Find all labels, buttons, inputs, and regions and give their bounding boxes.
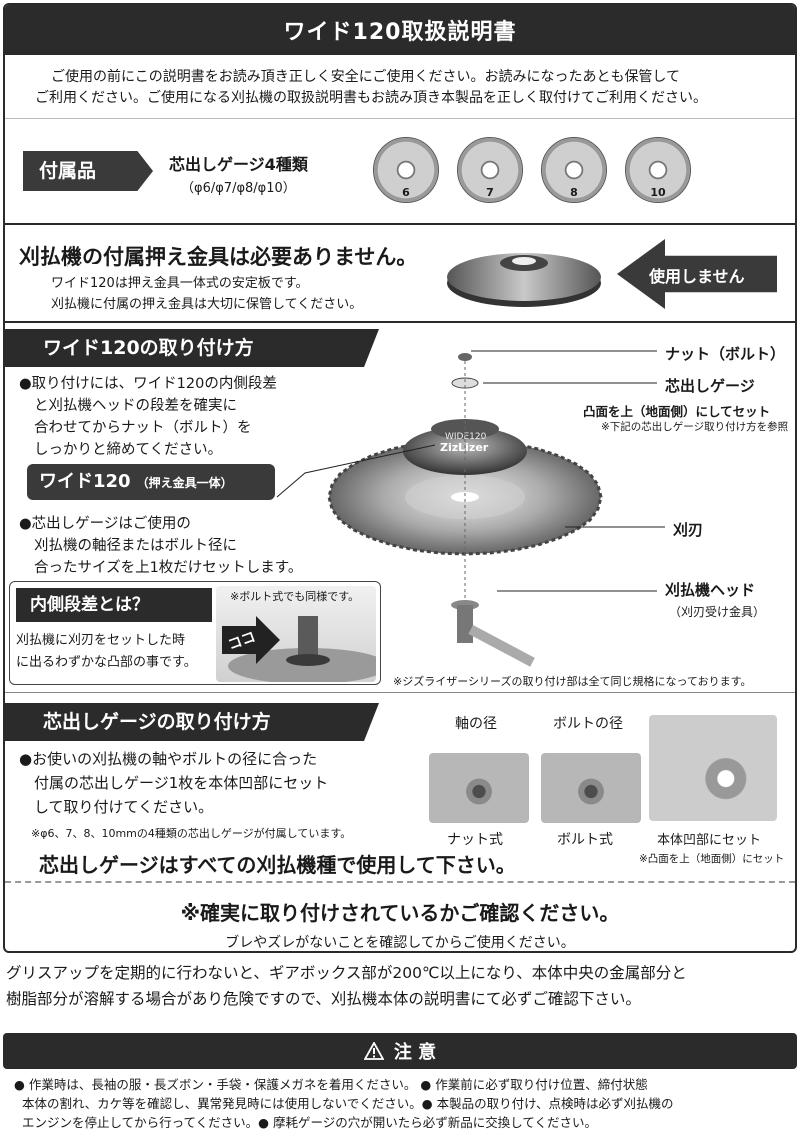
text-line: 付属の芯出しゲージ1枚を本体凹部にセット xyxy=(34,774,329,792)
washer-10-icon: 10 xyxy=(625,137,691,203)
gauge-section: 芯出しゲージの取り付け方 ●お使いの刈払機の軸やボルトの径に合った 付属の芯出し… xyxy=(5,693,795,883)
caution-title: 注 意 xyxy=(393,1042,437,1063)
inside-desc-2: に出るわずかな凸部の事です。 xyxy=(16,655,197,670)
photo2-bottom-label: ボルト式 xyxy=(557,832,613,848)
inside-step-note: ※ボルト式でも同様です。 xyxy=(230,590,360,603)
accessories-title: 芯出しゲージ4種類 xyxy=(169,155,308,174)
gauge-set-photo xyxy=(649,715,777,821)
inside-step-desc: 刈払機に刈刃をセットした時 に出るわずかな凸部の事です。 xyxy=(16,630,197,674)
washer-6-icon: 6 xyxy=(373,137,439,203)
caution-line-1: ● 作業時は、長袖の服・長ズボン・手袋・保護メガネを着用ください。 ● 作業前に… xyxy=(14,1077,648,1092)
hub-logo: ZizLizer xyxy=(440,441,489,454)
caution-line-2: 本体の割れ、カケ等を確認し、異常発見時には使用しないでください。● 本製品の取り… xyxy=(22,1096,674,1111)
gauge-note: ※φ6、7、8、10mmの4種類の芯出しゲージが付属しています。 xyxy=(31,827,352,840)
intro-line-1: ご使用の前にこの説明書をお読み頂き正しく安全にご使用ください。お読みになったあと… xyxy=(51,69,681,85)
label-head: 刈払機ヘッド xyxy=(665,581,756,599)
confirm-section: ※確実に取り付けされているかご確認ください。 ブレやズレがないことを確認してから… xyxy=(5,883,795,951)
exploded-diagram: ZizLizer WIDE120 xyxy=(327,353,603,667)
gauge-big-text: 芯出しゲージはすべての刈払機種で使用して下さい。 xyxy=(39,853,516,877)
grease-warning: グリスアップを定期的に行わないと、ギアボックス部が200℃以上になり、本体中央の… xyxy=(6,960,796,1012)
page-title: ワイド120取扱説明書 xyxy=(5,5,795,55)
gauge-banner: 芯出しゲージの取り付け方 xyxy=(5,703,379,741)
caution-text: ● 作業時は、長袖の服・長ズボン・手袋・保護メガネを着用ください。 ● 作業前に… xyxy=(14,1075,794,1132)
product-sub: （押え金具一体） xyxy=(136,476,233,490)
mounting-para-2: ●芯出しゲージはご使用の 刈払機の軸径またはボルト径に 合ったサイズを上1枚だけ… xyxy=(19,513,302,579)
bolt-closeup-image: ココ xyxy=(222,616,380,684)
product-name: ワイド120 xyxy=(39,471,131,492)
label-nut: ナット（ボルト） xyxy=(665,345,786,363)
intro-section: ご使用の前にこの説明書をお読み頂き正しく安全にご使用ください。お読みになったあと… xyxy=(5,55,795,119)
pressplate-text: ワイド120は押え金具一体式の安定板です。 刈払機に付属の押え金具は大切に保管し… xyxy=(51,273,362,315)
inside-step-title: 内側段差とは？ xyxy=(16,588,212,622)
plate-label: 押え金具 xyxy=(51,263,100,277)
press-plate-image xyxy=(447,253,601,307)
inside-step-photo: ココ xyxy=(216,586,380,684)
photo2-top-label: ボルトの径 xyxy=(553,716,623,732)
photo1-top-label: 軸の径 xyxy=(455,716,497,732)
warning-line-2: 樹脂部分が溶解する場合があり危険ですので、刈払機本体の説明書にて必ずご確認下さい… xyxy=(6,990,641,1008)
mounting-para-1: ●取り付けには、ワイド120の内側段差 と刈払機ヘッドの段差を確実に 合わせてか… xyxy=(19,373,277,461)
text-line: 合ったサイズを上1枚だけセットします。 xyxy=(34,560,303,576)
nut-icon xyxy=(458,353,472,361)
pressplate-line-2: 刈払機に付属の押え金具は大切に保管してください。 xyxy=(51,297,363,312)
text-line: ●お使いの刈払機の軸やボルトの径に合った xyxy=(19,750,318,768)
label-gauge-sub: 凸面を上（地面側）にしてセット xyxy=(583,404,771,419)
warning-line-1: グリスアップを定期的に行わないと、ギアボックス部が200℃以上になり、本体中央の… xyxy=(6,964,687,982)
warning-triangle-icon xyxy=(363,1042,384,1060)
label-gauge: 芯出しゲージ xyxy=(665,377,755,395)
pressplate-section: 刈払機の付属押え金具は必要ありません。 ワイド120は押え金具一体式の安定板です… xyxy=(5,225,795,323)
text-line: ●芯出しゲージはご使用の xyxy=(19,516,191,532)
mounting-banner: ワイド120の取り付け方 xyxy=(5,329,379,367)
text-line: して取り付けてください。 xyxy=(34,798,214,816)
accessories-sizes: （φ6/φ7/φ8/φ10） xyxy=(181,181,296,196)
washer-label: 8 xyxy=(570,186,578,199)
caution-bar: 注 意 xyxy=(3,1033,797,1069)
label-blade: 刈刃 xyxy=(673,521,704,539)
label-gauge-note: ※下記の芯出しゲージ取り付け方を参照 xyxy=(601,421,789,433)
text-line: しっかりと締めてください。 xyxy=(34,442,223,458)
intro-line-2: ご利用ください。ご使用になる刈払機の取扱説明書もお読み頂き本製品を正しく取付けて… xyxy=(35,90,707,106)
text-line: ●取り付けには、ワイド120の内側段差 xyxy=(19,376,277,392)
text-line: と刈払機ヘッドの段差を確実に xyxy=(34,398,237,414)
washer-8-icon: 8 xyxy=(541,137,607,203)
photo3-note: ※凸面を上（地面側）にセット xyxy=(639,853,785,865)
pressplate-title: 刈払機の付属押え金具は必要ありません。 xyxy=(19,245,418,269)
mounting-section: ワイド120の取り付け方 ●取り付けには、ワイド120の内側段差 と刈払機ヘッド… xyxy=(5,323,795,693)
text-line: 刈払機の軸径またはボルト径に xyxy=(34,538,237,554)
nut-type-photo xyxy=(429,753,529,823)
hub-logo-2: WIDE120 xyxy=(445,432,487,442)
product-label: ワイド120 （押え金具一体） xyxy=(27,464,275,500)
inside-desc-1: 刈払機に刈刃をセットした時 xyxy=(16,633,186,648)
inside-step-box: 内側段差とは？ 刈払機に刈刃をセットした時 に出るわずかな凸部の事です。 ココ … xyxy=(9,581,381,685)
washer-label: 7 xyxy=(486,186,494,199)
caution-line-3: エンジンを停止してから行ってください。● 摩耗ゲージの穴が開いたら必ず新品に交換… xyxy=(22,1115,598,1130)
confirm-line-2: ブレやズレがないことを確認してからご使用ください。 xyxy=(225,935,575,951)
pointer-arrow-icon xyxy=(222,616,280,664)
text-line: 合わせてからナット（ボルト）を xyxy=(34,420,252,436)
accessories-tag: 付属品 xyxy=(23,151,153,191)
photo3-bottom-label: 本体凹部にセット xyxy=(657,833,762,848)
gauge-para: ●お使いの刈払機の軸やボルトの径に合った 付属の芯出しゲージ1枚を本体凹部にセッ… xyxy=(19,747,328,819)
manual-frame: ワイド120取扱説明書 ご使用の前にこの説明書をお読み頂き正しく安全にご使用くだ… xyxy=(3,3,797,953)
accessories-section: 付属品 芯出しゲージ4種類 （φ6/φ7/φ8/φ10） 6 7 8 10 xyxy=(5,119,795,225)
mounting-footnote: ※ジズライザーシリーズの取り付け部は全て同じ規格になっております。 xyxy=(393,675,752,688)
washer-7-icon: 7 xyxy=(457,137,523,203)
bolt-type-photo xyxy=(541,753,641,823)
pressplate-line-1: ワイド120は押え金具一体式の安定板です。 xyxy=(51,276,309,291)
arrow-label: 使用しません xyxy=(649,267,745,286)
washer-label: 10 xyxy=(650,186,666,199)
washer-label: 6 xyxy=(402,186,410,199)
leader-lines xyxy=(276,350,665,592)
confirm-line-1: ※確実に取り付けされているかご確認ください。 xyxy=(180,901,620,925)
photo1-bottom-label: ナット式 xyxy=(447,832,503,848)
label-head-sub: （刈刃受け金具） xyxy=(669,605,766,619)
